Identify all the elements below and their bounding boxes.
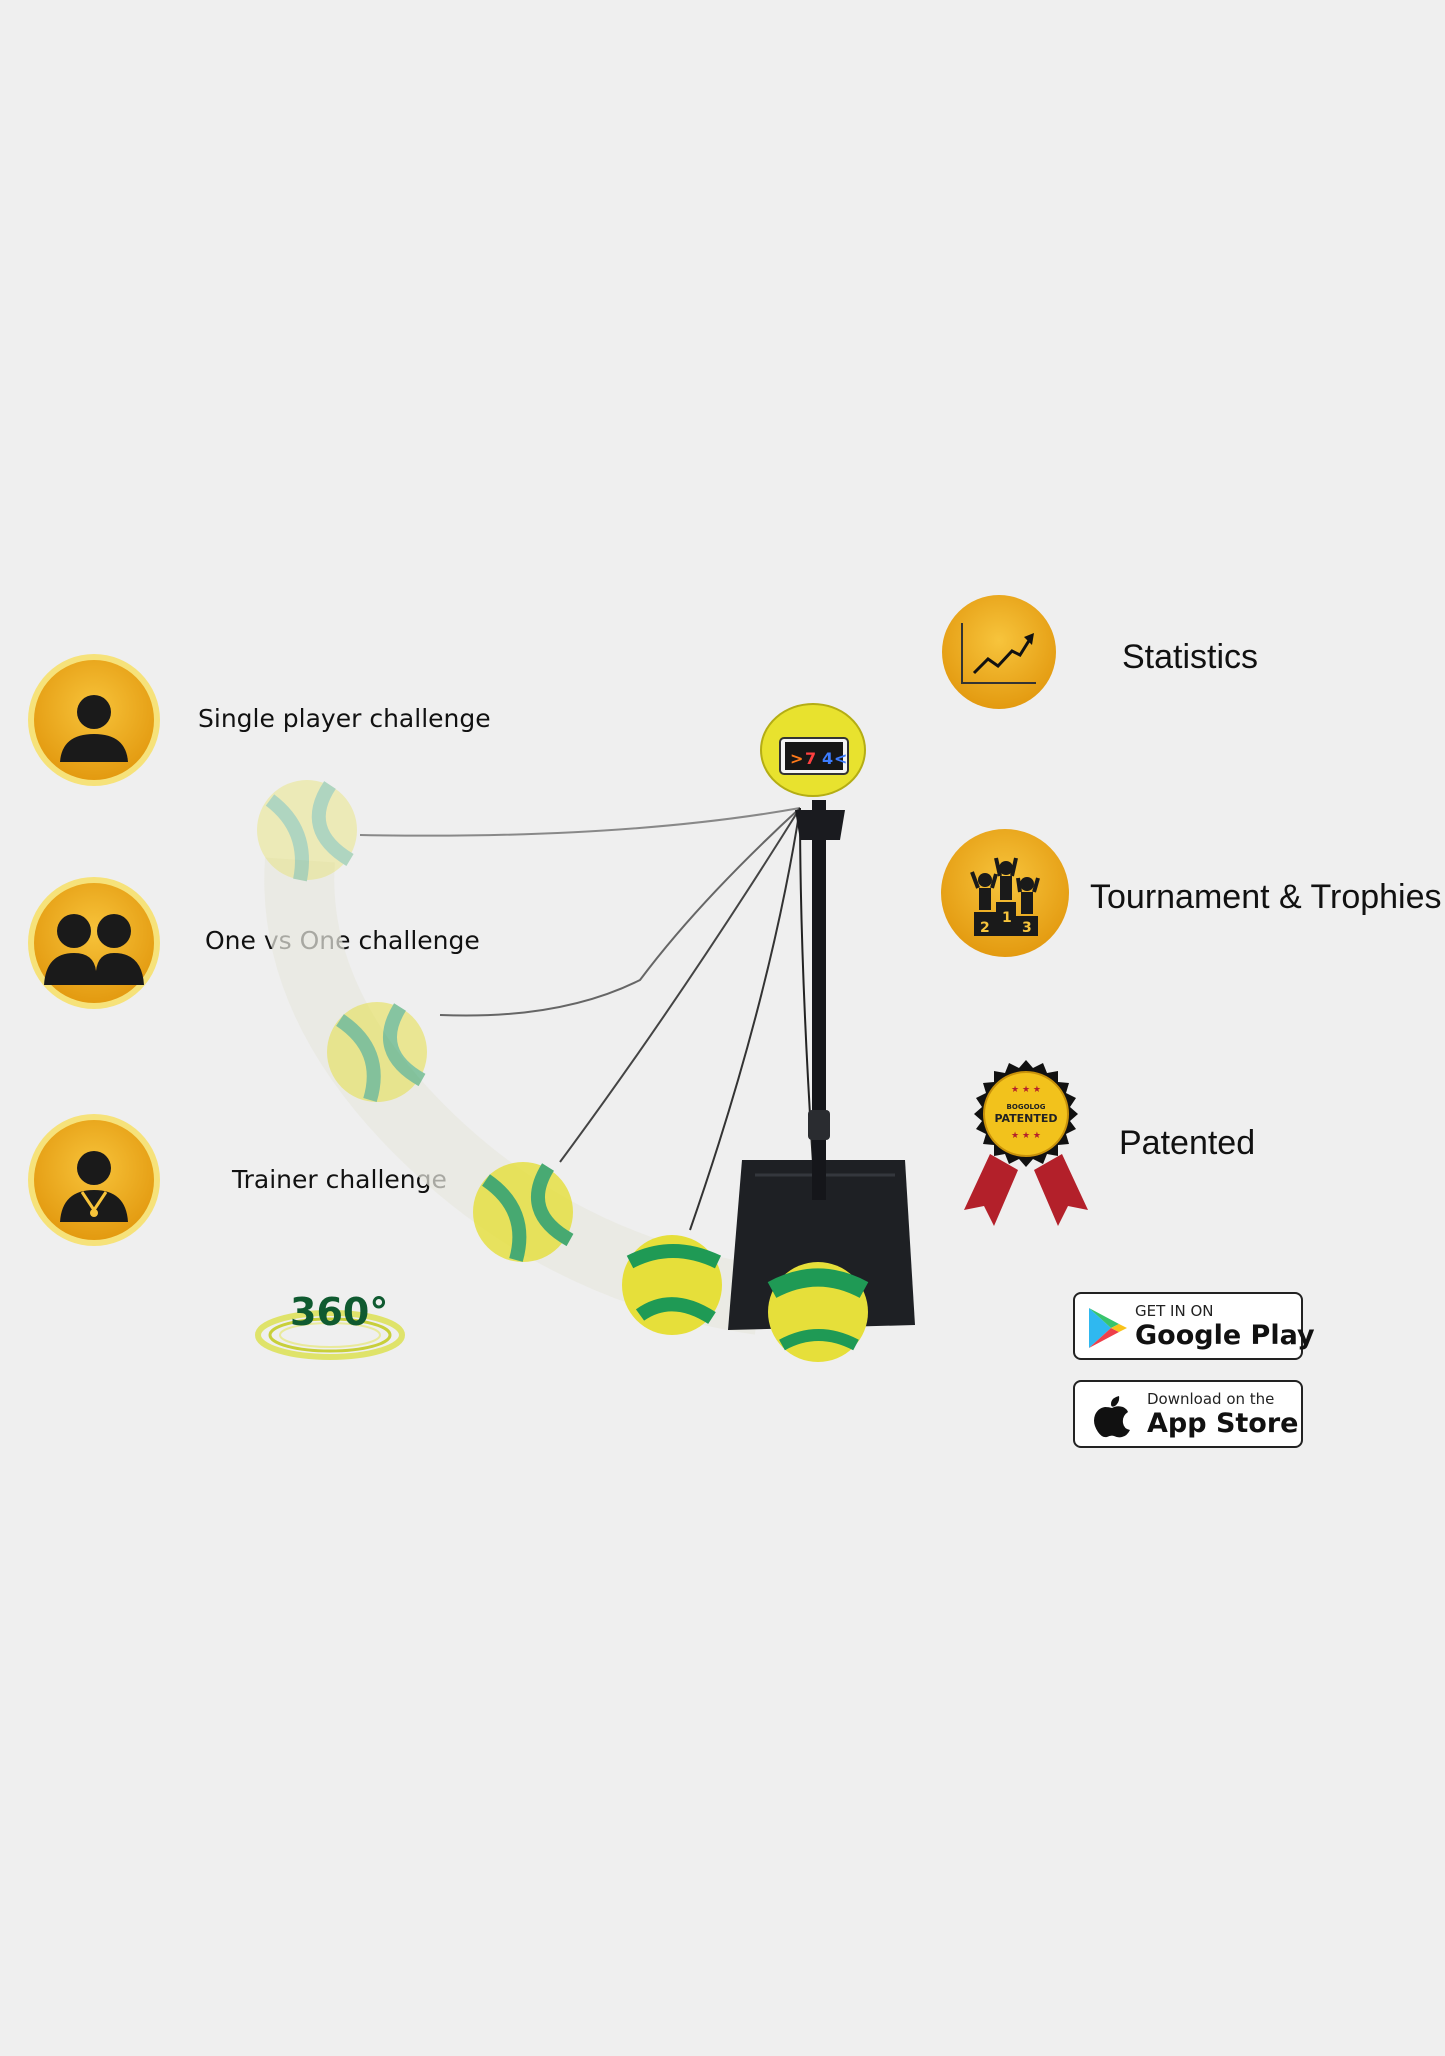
google-play-big-text: Google Play [1135,1320,1315,1351]
google-play-small-text: GET IN ON [1135,1302,1214,1320]
screen-digit-right: 4 [822,749,833,768]
string-3 [559,807,801,1163]
ball-1 [257,780,357,882]
stand-pole [812,800,826,1200]
single-player-icon [28,654,160,786]
rotation-360-text: 360° [290,1290,389,1334]
svg-text:2: 2 [980,920,990,936]
apple-icon [1094,1396,1130,1438]
seal-patented-text: PATENTED [994,1112,1057,1125]
string-2 [439,807,801,1017]
trainer-icon [28,1114,160,1246]
ball-4 [622,1235,722,1335]
bogolog-device-illustration: > 7 4 < [257,703,915,1362]
podium-trophy-icon: 2 1 3 [941,829,1069,957]
patented-seal-icon: ★ ★ ★ BOGOLOG PATENTED ★ ★ ★ [964,1060,1088,1226]
feature-single-player-label: Single player challenge [198,704,491,733]
two-players-icon [28,877,160,1009]
google-play-button[interactable]: GET IN ON Google Play [1073,1292,1315,1360]
svg-text:★ ★ ★: ★ ★ ★ [1011,1085,1041,1095]
rotation-360-icon [255,1310,405,1360]
string-4 [689,807,801,1231]
device-screen [785,742,843,770]
feature-tournament-label: Tournament & Trophies [1090,878,1442,916]
svg-text:3: 3 [1022,920,1032,936]
google-play-icon [1089,1308,1127,1348]
svg-text:<: < [834,749,847,768]
app-store-big-text: App Store [1147,1408,1299,1439]
svg-text:1: 1 [1002,910,1012,926]
app-store-small-text: Download on the [1147,1390,1275,1408]
ball-5 [767,1262,869,1362]
ball-3 [473,1162,574,1262]
string-1 [359,807,801,837]
svg-text:★ ★ ★: ★ ★ ★ [1011,1131,1041,1141]
ball-2 [327,1002,427,1103]
screen-digit-left: 7 [805,749,816,768]
feature-statistics-label: Statistics [1122,638,1259,676]
seal-brand-text: BOGOLOG [1007,1103,1046,1111]
statistics-chart-icon [942,595,1056,709]
svg-text:>: > [790,749,803,768]
app-store-button[interactable]: Download on the App Store [1073,1380,1303,1448]
feature-patented-label: Patented [1119,1124,1256,1162]
